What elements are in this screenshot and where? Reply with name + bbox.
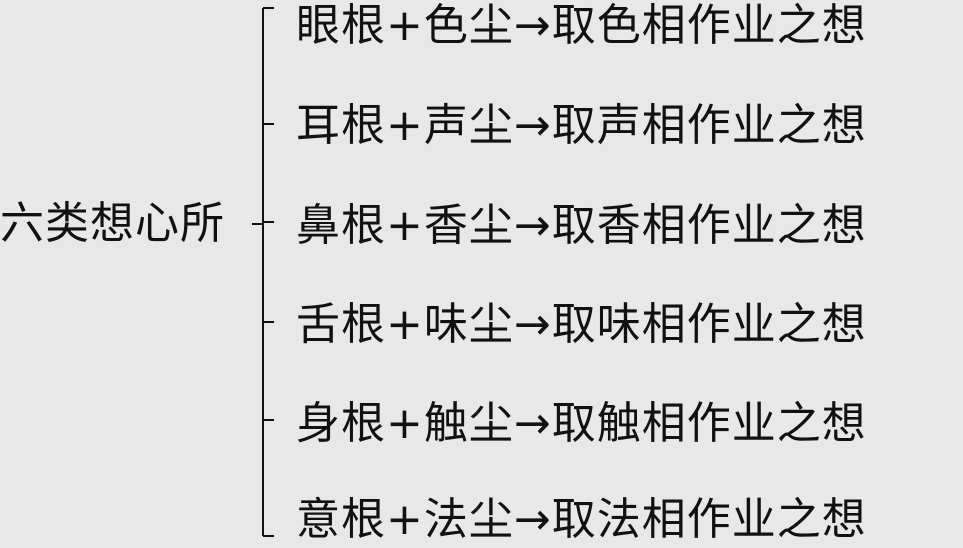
branch-label-eye: 眼根+色尘→取色相作业之想 bbox=[296, 0, 867, 51]
branch-label-body: 身根+触尘→取触相作业之想 bbox=[296, 398, 867, 449]
branch-label-tongue: 舌根+味尘→取味相作业之想 bbox=[296, 299, 867, 350]
branch-label-nose: 鼻根+香尘→取香相作业之想 bbox=[296, 200, 867, 251]
branch-label-mind: 意根+法尘→取法相作业之想 bbox=[296, 494, 867, 545]
branch-label-ear: 耳根+声尘→取声相作业之想 bbox=[296, 100, 867, 151]
root-node-label: 六类想心所 bbox=[0, 198, 225, 249]
